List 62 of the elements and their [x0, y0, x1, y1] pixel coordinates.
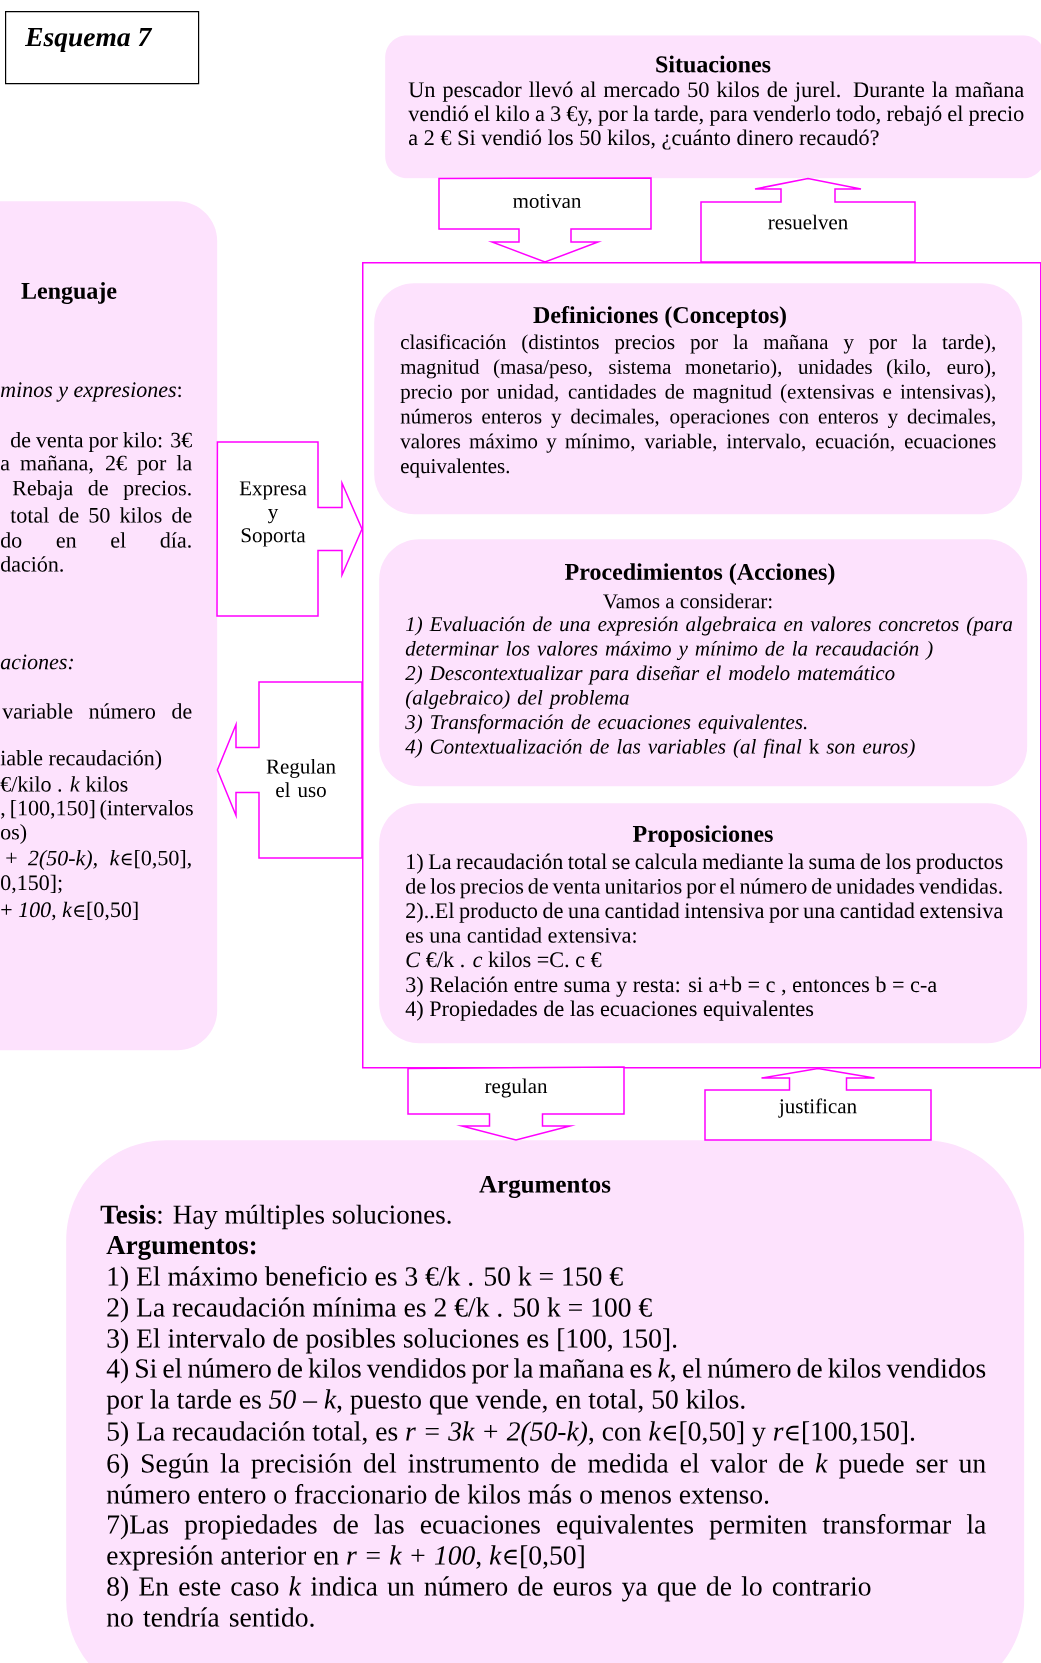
- list-item: C €/k . c kilos =C. c €: [406, 951, 602, 968]
- list-item: 2) La recaudación mínima es 2 €/k . 50 k = 100 €: [107, 1297, 652, 1323]
- text-line: €/kilo . k kilos: [0, 776, 128, 792]
- edge-label: resuelven: [768, 214, 848, 230]
- rounded-box: [385, 35, 1041, 179]
- text-line: , [100,150] (intervalos: [1, 800, 193, 820]
- rounded-box: [379, 539, 1028, 787]
- edge-label: justifican: [778, 1098, 857, 1118]
- list-item: 3) Relación entre suma y resta: si a+b = c , entonces b = c-a: [406, 976, 937, 997]
- block-arrow: [700, 177, 916, 263]
- rounded-box: [374, 283, 1023, 515]
- text-line: Rebaja de precios.: [12, 480, 191, 500]
- rounded-box: [66, 1140, 1025, 1663]
- text-line: os): [1, 824, 27, 844]
- list-item: 1) El máximo beneficio es 3 €/k . 50 k = 150 €: [108, 1266, 623, 1292]
- list-item: 6) Según la precisión del instrumento de medida el valor de k puede ser un número entero o fraccionario de kilos más o menos extenso.: [106, 1453, 986, 1504]
- text-line: dación.: [1, 556, 63, 572]
- text-line: minos y expresiones:: [1, 382, 181, 402]
- list-item: 3) Transformación de ecuaciones equivalentes.: [405, 714, 807, 734]
- edge-label: Regulan el uso: [266, 758, 336, 798]
- heading: Definiciones (Conceptos): [533, 306, 786, 328]
- subheading: Argumentos:: [106, 1236, 256, 1260]
- text-line: do en el día.: [1, 532, 191, 548]
- rounded-box: [0, 201, 218, 1051]
- text-line: total de 50 kilos de: [10, 507, 192, 523]
- heading: Proposiciones: [632, 825, 773, 847]
- list-item: 2) Descontextualizar para diseñar el modelo matemático (algebraico) del problema: [405, 665, 895, 709]
- list-item: 5) La recaudación total, es r = 3k + 2(50-k), con k∈[0,50] y r∈[100,150].: [107, 1421, 915, 1447]
- paragraph: Un pescador llevó al mercado 50 kilos de jurel. Durante la mañana vendió el kilo a 3 €y, por la tarde, para venderlo todo, rebajó el precio a 2 € Si vendió los 50 kilos, ¿cuánto dinero recaudó?: [408, 81, 1024, 150]
- heading: Procedimientos (Acciones): [565, 563, 835, 585]
- edge-label: Expresa y Soporta: [239, 481, 307, 547]
- list-item: 3) El intervalo de posibles soluciones es [100, 150].: [107, 1328, 677, 1354]
- text-line: a mañana, 2€ por la: [0, 455, 192, 475]
- paragraph: clasificación (distintos precios por la mañana y por la tarde), magnitud (masa/peso, sistema monetario), unidades (kilo, euro), precio por unidad, cantidades de magnitud (extensivas e intensivas), números enteros y decimales, operaciones con enteros y decimales, valores máximo y mínimo, variable, intervalo, ecuación, ecuaciones equivalentes.: [400, 334, 996, 478]
- list-item: 1) La recaudación total se calcula mediante la suma de los productos de los precios de venta unitarios por el número de unidades vendidas.: [406, 853, 1003, 899]
- subheading: Vamos a considerar:: [603, 593, 772, 609]
- text-line: + 100, k∈[0,50]: [1, 901, 138, 921]
- text-line: iable recaudación): [0, 750, 162, 770]
- heading: Situaciones: [656, 55, 771, 73]
- list-item: 4) Contextualización de las variables (al final k son euros): [405, 738, 915, 758]
- block-arrow: [216, 441, 363, 617]
- edge-label: motivan: [513, 193, 582, 209]
- thesis-line: Tesis: Hay múltiples soluciones.: [100, 1204, 451, 1230]
- block-arrow: [407, 1066, 625, 1141]
- text-line: 0,150];: [1, 874, 62, 894]
- text-line: de venta por kilo: 3€: [11, 432, 192, 452]
- block-arrow: [216, 681, 363, 859]
- list-item: 2)..El producto de una cantidad intensiva por una cantidad extensiva es una cantidad extensiva:: [406, 902, 1003, 943]
- edge-label: regulan: [484, 1078, 548, 1098]
- text-line: aciones:: [0, 654, 73, 670]
- block-arrow: [704, 1067, 932, 1141]
- list-item: 4) Propiedades de las ecuaciones equivalentes: [405, 1000, 814, 1021]
- list-item: 1) Evaluación de una expresión algebraica en valores concretos (para determinar los valores máximo y mínimo de la recaudación ): [405, 616, 1013, 661]
- title-box: Esquema 7: [5, 11, 200, 85]
- text-line: + 2(50-k), k∈[0,50],: [6, 850, 191, 870]
- rounded-box: [379, 803, 1028, 1044]
- list-item: 8) En este caso k indica un número de euros ya que de lo contrario no tendría sentido.: [106, 1576, 871, 1627]
- heading: Argumentos: [479, 1176, 611, 1199]
- block-arrow: [438, 177, 652, 263]
- heading: Lenguaje: [21, 282, 117, 304]
- text-line: variable número de: [2, 703, 192, 719]
- list-item: 4) Si el número de kilos vendidos por la mañana es k, el número de kilos vendidos por la tarde es 50 – k, puesto que vende, en total, 50 kilos.: [106, 1358, 986, 1415]
